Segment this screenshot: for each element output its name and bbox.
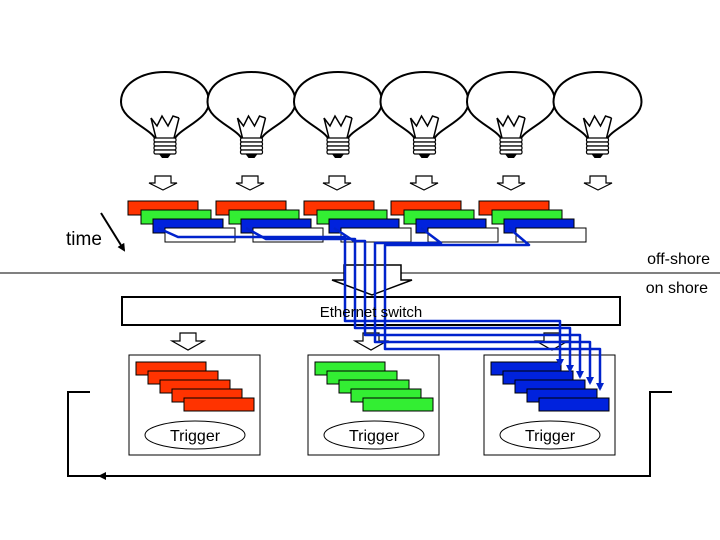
time-label: time	[66, 229, 102, 250]
bulb-base-ring	[326, 149, 350, 155]
bulb-glass	[206, 70, 297, 141]
trigger-ellipse	[323, 420, 425, 450]
bulb-glass	[292, 70, 384, 141]
trigger-ellipse	[144, 420, 246, 450]
on-shore-label: on shore	[646, 280, 708, 297]
flow-arrow	[583, 175, 613, 191]
routing-wire	[333, 226, 584, 379]
flow-arrow	[409, 175, 439, 191]
blue-packet	[538, 397, 610, 412]
flow-arrow	[496, 175, 526, 191]
trigger-unit-blue: Trigger	[483, 332, 616, 456]
bulb-tip	[332, 154, 344, 158]
white-packet	[515, 227, 587, 243]
bulb-base-ring	[412, 149, 437, 155]
bulb-tip	[505, 154, 517, 158]
trigger-ellipse	[499, 420, 601, 450]
trigger-label: Trigger	[170, 428, 221, 445]
bulb-filament	[236, 114, 267, 139]
time-arrow	[100, 212, 126, 252]
bulb-glass	[379, 70, 470, 141]
bulb-glass	[465, 70, 557, 141]
bulb-tip	[418, 154, 431, 158]
bulb-filament	[582, 114, 613, 139]
bulb-glass	[552, 70, 643, 141]
bulb-tip	[245, 154, 258, 158]
switch-input-arrow	[331, 264, 413, 296]
bulb-tip	[591, 154, 604, 158]
bulb-glass	[119, 70, 211, 141]
bulb-3	[292, 70, 384, 158]
white-packet	[427, 227, 499, 243]
bulb-filament	[496, 114, 526, 139]
packet-stack	[478, 200, 587, 243]
routing-wire	[245, 226, 574, 373]
bulb-filament	[323, 114, 353, 139]
packet-stack	[390, 200, 499, 243]
trigger-unit-green: Trigger	[307, 332, 440, 456]
bulb-2	[206, 70, 297, 158]
bulb-base-ring	[585, 149, 610, 155]
packet-stack	[127, 200, 236, 243]
flow-arrow	[148, 175, 178, 191]
flow-arrow	[235, 175, 265, 191]
routing-wire	[373, 227, 594, 385]
off-shore-label: off-shore	[647, 251, 710, 268]
green-packet	[362, 397, 434, 412]
trigger-label: Trigger	[525, 428, 576, 445]
packet-stack	[303, 200, 412, 243]
bulb-tip	[159, 154, 171, 158]
switch-output-arrow	[169, 332, 207, 351]
routing-wire	[383, 227, 604, 391]
feedback-loop	[67, 391, 672, 477]
trigger-label: Trigger	[349, 428, 400, 445]
bulb-5	[465, 70, 557, 158]
trigger-unit-red: Trigger	[128, 332, 261, 456]
bulb-filament	[409, 114, 440, 139]
bulb-1	[119, 70, 211, 158]
bulb-4	[379, 70, 470, 158]
red-packet	[183, 397, 255, 412]
flow-arrow	[322, 175, 352, 191]
routing-wire	[157, 226, 564, 367]
white-packet	[164, 227, 236, 243]
bulb-filament	[150, 114, 180, 139]
bulb-6	[552, 70, 643, 158]
bulb-base-ring	[239, 149, 264, 155]
bulb-base-ring	[499, 149, 523, 155]
switch-label: Ethernet switch	[320, 304, 423, 321]
bulb-base-ring	[153, 149, 177, 155]
